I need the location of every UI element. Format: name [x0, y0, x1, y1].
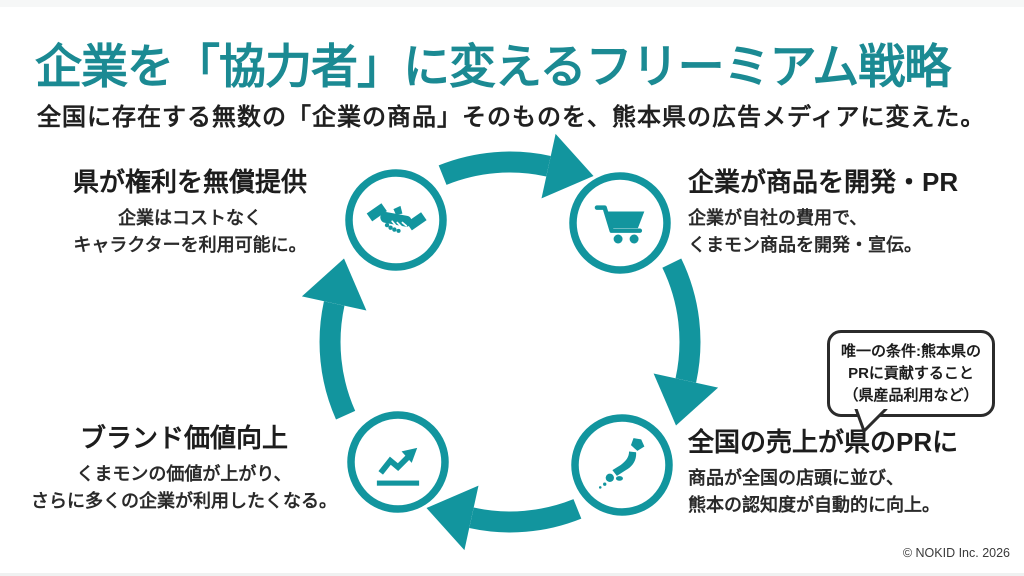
node-desc-line: 企業はコストなく: [118, 207, 262, 228]
node-circle-trend: [347, 411, 449, 513]
node-title: 全国の売上が県のPRに: [688, 427, 959, 457]
trend-up-icon: [376, 447, 420, 486]
node-description: くまモンの価値が上がり、 さらに多くの企業が利用したくなる。: [22, 461, 346, 515]
node-develop-pr: 企業が商品を開発・PR 企業が自社の費用で、 くまモン商品を開発・宣伝。: [688, 167, 1020, 259]
callout-tail: [854, 409, 888, 434]
node-description: 企業が自社の費用で、 くまモン商品を開発・宣伝。: [688, 205, 1020, 259]
node-title: 県が権利を無償提供: [72, 167, 307, 197]
copyright-text: © NOKID Inc. 2026: [902, 546, 1010, 560]
node-brand-value: ブランド価値向上 くまモンの価値が上がり、 さらに多くの企業が利用したくなる。: [22, 423, 346, 515]
node-desc-line: キャラクターを利用可能に。: [73, 234, 307, 255]
page-title: 企業を「協力者」に変えるフリーミアム戦略: [35, 40, 951, 93]
node-desc-line: 企業が自社の費用で、: [688, 207, 868, 228]
letterbox-bottom: [0, 573, 1024, 576]
node-desc-line: 熊本の認知度が自動的に向上。: [688, 494, 940, 515]
node-title: 企業が商品を開発・PR: [688, 167, 959, 197]
letterbox-top: [0, 0, 1024, 7]
callout-line: 唯一の条件:熊本県の: [841, 343, 981, 360]
node-national-sales: 全国の売上が県のPRに 商品が全国の店頭に並び、 熊本の認知度が自動的に向上。: [688, 427, 1024, 519]
japan-map-icon: [598, 438, 645, 489]
node-description: 商品が全国の店頭に並び、 熊本の認知度が自動的に向上。: [688, 465, 1024, 519]
node-title: ブランド価値向上: [79, 423, 288, 453]
node-desc-line: くまモンの価値が上がり、: [76, 463, 292, 484]
cart-icon: [594, 205, 645, 244]
handshake-icon: [366, 203, 427, 233]
cycle-arrow-ring: [301, 133, 719, 551]
node-desc-line: 商品が全国の店頭に並び、: [688, 467, 904, 488]
callout-line: （県産品利用など）: [843, 386, 979, 404]
condition-callout: 唯一の条件:熊本県の PRに貢献すること （県産品利用など）: [827, 330, 995, 434]
node-desc-line: さらに多くの企業が利用したくなる。: [31, 490, 337, 511]
callout-line: PRに貢献すること: [848, 364, 974, 382]
node-desc-line: くまモン商品を開発・宣伝。: [688, 234, 922, 255]
page-subtitle: 全国に存在する無数の「企業の商品」そのものを、熊本県の広告メディアに変えた。: [37, 104, 986, 131]
node-description: 企業はコストなく キャラクターを利用可能に。: [30, 205, 350, 259]
node-rights-free: 県が権利を無償提供 企業はコストなく キャラクターを利用可能に。: [30, 167, 350, 259]
